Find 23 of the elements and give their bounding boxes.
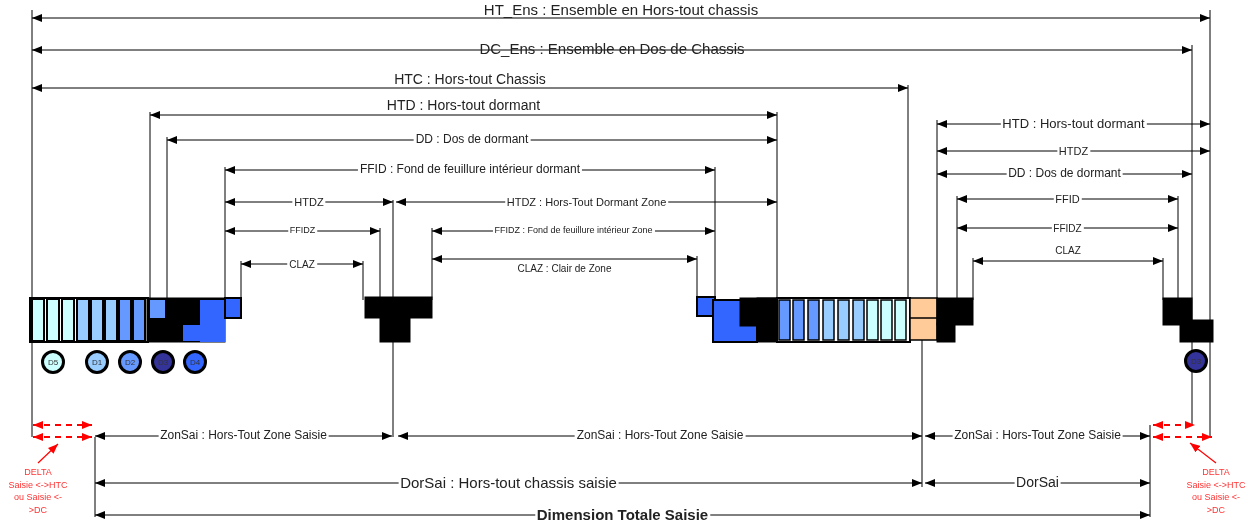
dimension-label: HTDZ [292, 195, 326, 209]
dimension-label: HTDZ [1056, 144, 1091, 158]
dimension-label: FFID [1053, 192, 1082, 206]
dimension-label: CLAZ : Clair de Zone [516, 262, 613, 274]
dimension-label: FFIDZ : Fond de feuillure intérieur Zone [492, 226, 655, 236]
dimension-label: HTDZ : Hors-Tout Dormant Zone [504, 195, 669, 209]
detail-circle: D4 [183, 350, 207, 374]
dimension-label: HT_Ens : Ensemble en Hors-tout chassis [482, 1, 760, 19]
detail-circle: D5 [41, 350, 65, 374]
detail-circle: D2 [118, 350, 142, 374]
note-text: DELTA Saisie <->HTC ou Saisie <->DC [6, 466, 70, 517]
dimension-label: CLAZ [1054, 244, 1082, 256]
detail-circle: D1 [85, 350, 109, 374]
leader-arrow [1189, 442, 1217, 464]
leader-arrow [37, 443, 59, 464]
dimension-label: FFIDZ [287, 226, 318, 236]
note-text: DELTA Saisie <->HTC ou Saisie <->DC [1184, 466, 1248, 517]
dimension-label: HTD : Hors-tout dormant [385, 98, 542, 114]
detail-circle: D3 [1184, 349, 1208, 373]
dimension-label: HTC : Hors-tout Chassis [393, 72, 547, 88]
dimension-label: FFIDZ [1051, 222, 1084, 234]
detail-circle: D3 [151, 350, 175, 374]
dimension-label: CLAZ [287, 258, 317, 270]
